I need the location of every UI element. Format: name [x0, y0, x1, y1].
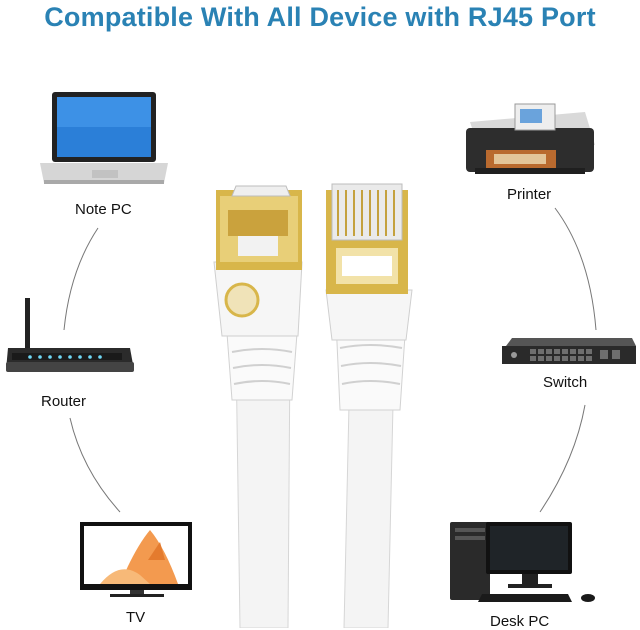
switch-icon	[502, 338, 636, 364]
laptop-icon	[40, 92, 168, 184]
connection-arcs	[63, 207, 597, 513]
label-switch: Switch	[543, 374, 588, 391]
label-note-pc: Note PC	[75, 201, 132, 218]
printer-icon	[466, 103, 595, 174]
arc-switch-deskpc	[539, 404, 586, 513]
desktop-pc-icon	[450, 522, 595, 602]
label-printer: Printer	[507, 186, 552, 203]
page-title: Compatible With All Device with RJ45 Por…	[44, 2, 596, 32]
ethernet-cable-right	[325, 183, 413, 628]
arc-notepc-router	[63, 227, 99, 331]
label-router: Router	[41, 393, 87, 410]
tv-icon	[80, 522, 192, 597]
ethernet-cable-left	[213, 185, 303, 628]
arc-router-tv	[69, 417, 121, 513]
arc-printer-switch	[554, 207, 597, 331]
label-desk-pc: Desk PC	[490, 613, 550, 630]
label-tv: TV	[126, 609, 146, 626]
router-icon	[6, 298, 134, 372]
